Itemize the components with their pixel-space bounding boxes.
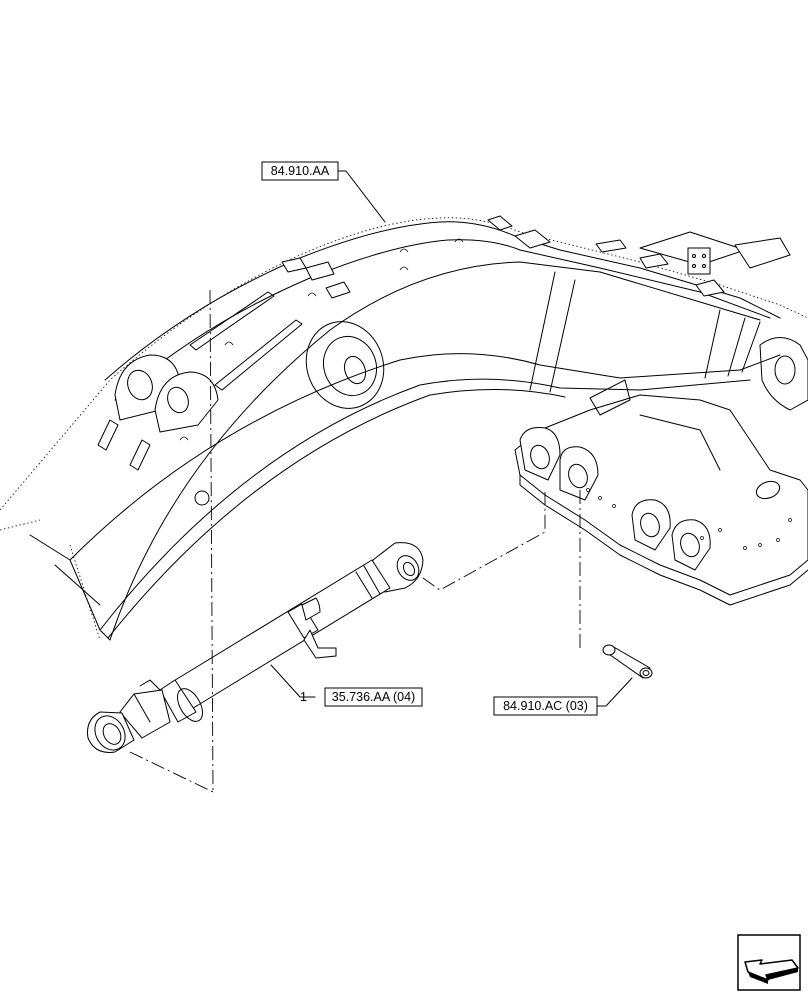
callout-cylinder[interactable]: 1 35.736.AA (04) <box>270 664 423 707</box>
boom-assembly <box>0 215 808 641</box>
assembly-center-lines <box>129 289 581 793</box>
callout-cylinder-item-number: 1 <box>300 690 307 704</box>
hydraulic-cylinder <box>87 542 424 753</box>
callout-boom[interactable]: 84.910.AA <box>261 161 386 223</box>
pin <box>602 644 653 679</box>
callout-pin[interactable]: 84.910.AC (03) <box>493 677 633 716</box>
callout-pin-label: 84.910.AC (03) <box>503 699 588 713</box>
callout-boom-label: 84.910.AA <box>271 164 330 178</box>
view-direction-arrow-icon <box>737 934 801 991</box>
callout-cylinder-label: 35.736.AA (04) <box>332 690 415 704</box>
